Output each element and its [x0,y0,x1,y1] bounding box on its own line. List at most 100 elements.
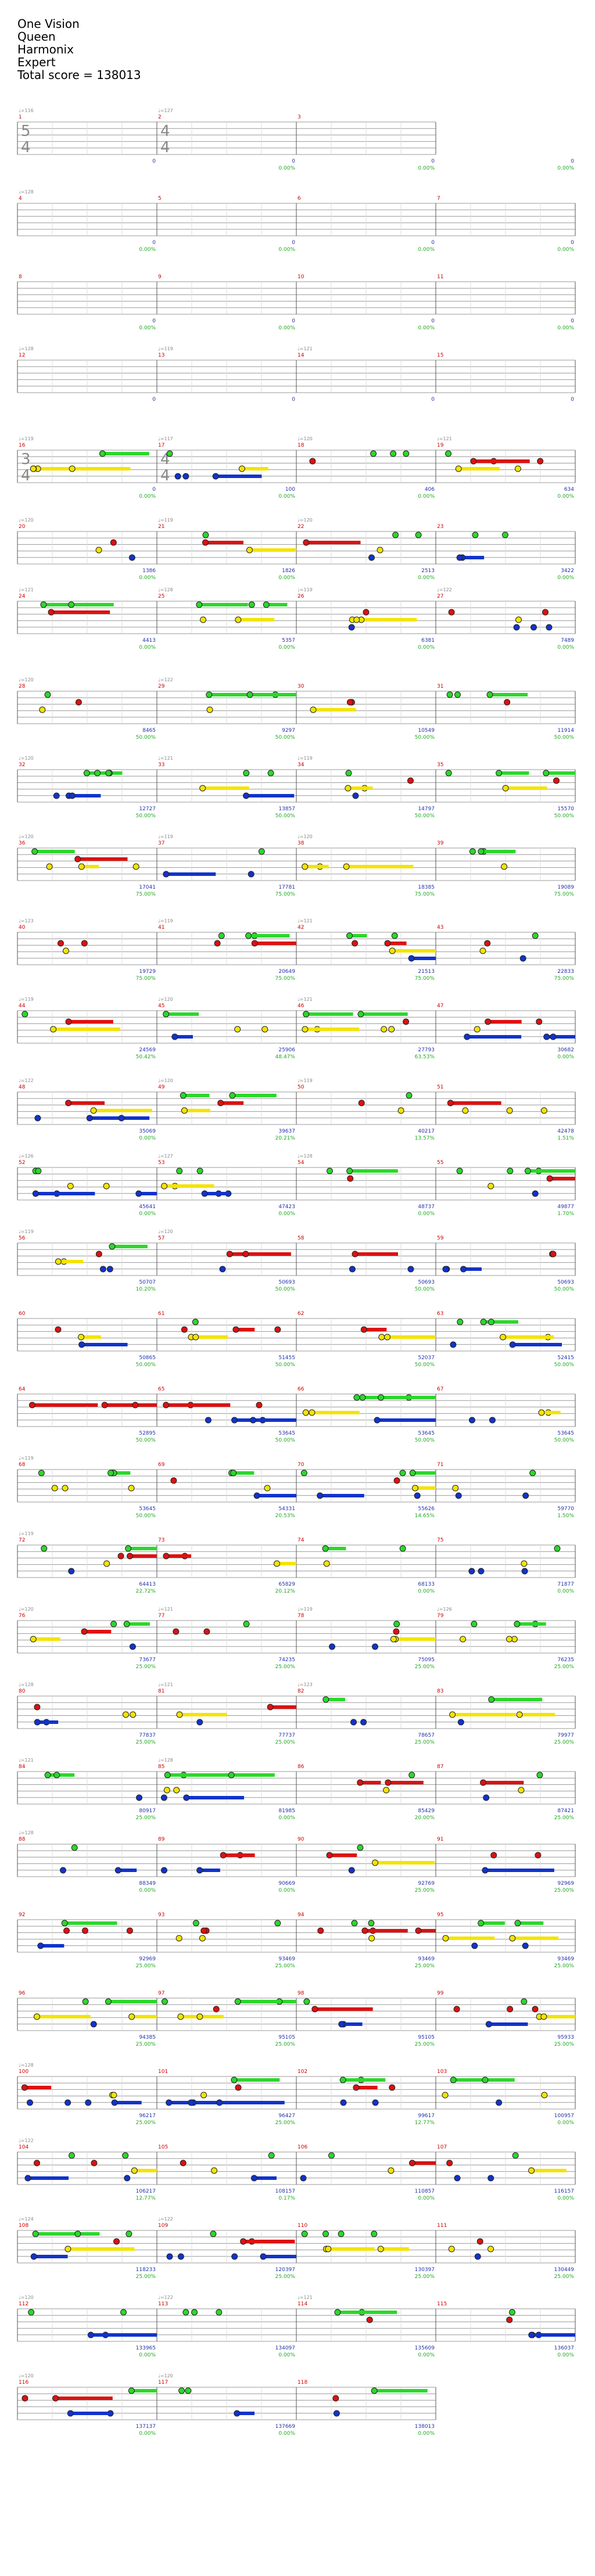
note-gem [512,2152,519,2159]
note-gem [21,2084,28,2091]
tempo-marking: ♩=122 [437,587,452,592]
measure-percent: 0.00% [418,2352,435,2358]
sustain-bar [40,1944,64,1948]
note-gem [389,947,396,954]
tempo-marking: ♩=122 [19,2138,34,2143]
measure-number: 84 [19,1764,26,1770]
measure-score: 99617 [418,2113,435,2119]
note-gem [30,465,37,472]
note-gem [30,2253,37,2260]
note-gem [452,1485,459,1492]
note-gem [82,1998,89,2005]
measure-percent: 0.00% [418,1589,435,1594]
sustain-bar [102,452,149,455]
measure-percent: 0.00% [139,1211,156,1217]
measure-score: 87421 [557,1808,574,1814]
note-gem [105,1998,112,2005]
sustain-bar [105,1403,157,1407]
note-gem [180,2160,187,2167]
measure-score: 0 [152,397,156,403]
sustain-bar [84,1630,112,1633]
measure-number: 112 [19,2301,28,2307]
measure-percent: 0.00% [139,2431,156,2437]
measure-score: 1826 [282,568,295,574]
note-gem [34,1719,41,1726]
note-gem [234,2410,241,2417]
sustain-bar [81,1335,101,1339]
sustain-bar [77,857,128,861]
note-gem [113,2238,120,2245]
note-gem [106,1266,113,1273]
sustain-bar [183,1094,210,1097]
note-gem [160,1867,167,1874]
note-gem [183,1794,190,1801]
sustain-bar [257,1494,296,1497]
measure-number: 55 [437,1160,443,1166]
sustain-bar [58,1260,83,1263]
note-gem [126,2230,132,2237]
measure-number: 19 [437,443,444,448]
note-gem [196,1867,203,1874]
note-gem [181,1107,188,1114]
note-gem [374,1417,381,1424]
note-gem [485,2021,492,2028]
note-gem [117,1553,124,1560]
sustain-bar [248,934,290,937]
measure-number: 77 [158,1613,164,1619]
sustain-bar [467,1035,522,1039]
note-gem [199,785,206,792]
note-gem [94,770,101,777]
note-gem [32,2230,39,2237]
measure-number: 114 [298,2301,307,2307]
note-gem [348,1867,355,1874]
measure-number: 79 [437,1613,444,1619]
sustain-bar [34,2255,68,2258]
measure-score: 137137 [136,2424,156,2430]
tempo-marking: ♩=120 [298,436,313,441]
note-gem [338,2021,345,2028]
measure-percent: 25.00% [415,2042,435,2047]
note-gem [264,1485,271,1492]
measure-score: 55626 [418,1506,435,1512]
measure-percent: 25.00% [136,1815,156,1821]
sustain-bar [499,771,529,775]
measure-number: 101 [158,2069,168,2075]
measure-score: 35069 [139,1129,156,1134]
note-gem [243,1621,250,1627]
note-gem [256,1402,263,1409]
measure-number: 97 [158,1991,164,1996]
note-gem [229,1092,236,1099]
note-gem [528,2331,535,2338]
sustain-bar [541,1411,561,1414]
sustain-bar [411,957,436,960]
measure-score: 0 [292,240,295,246]
measure-score: 5357 [282,638,295,644]
measure-percent: 0.00% [139,1888,156,1894]
note-gem [71,1844,78,1851]
sustain-bar [219,2101,285,2104]
tempo-marking: ♩=120 [298,834,313,839]
note-gem [251,940,258,947]
note-gem [408,955,415,962]
sustain-bar [415,1486,436,1490]
measure-number: 41 [158,925,164,930]
tempo-marking: ♩=121 [437,436,452,441]
sustain-bar [118,1869,137,1872]
note-gem [518,1787,525,1794]
note-gem [334,2309,341,2316]
note-gem [326,1852,333,1859]
note-gem [514,1920,521,1927]
measure-number: 99 [437,1991,444,1996]
note-gem [323,1560,330,1567]
note-gem [550,1251,557,1258]
measure-percent: 50.00% [554,735,575,741]
measure-number: 93 [158,1912,164,1918]
note-gem [128,2387,135,2394]
note-gem [322,1545,329,1552]
note-gem [345,770,352,777]
measure-score: 95105 [418,2035,435,2040]
note-gem [353,2084,360,2091]
note-gem [216,2099,223,2106]
note-gem [411,1485,418,1492]
note-gem [469,848,476,855]
